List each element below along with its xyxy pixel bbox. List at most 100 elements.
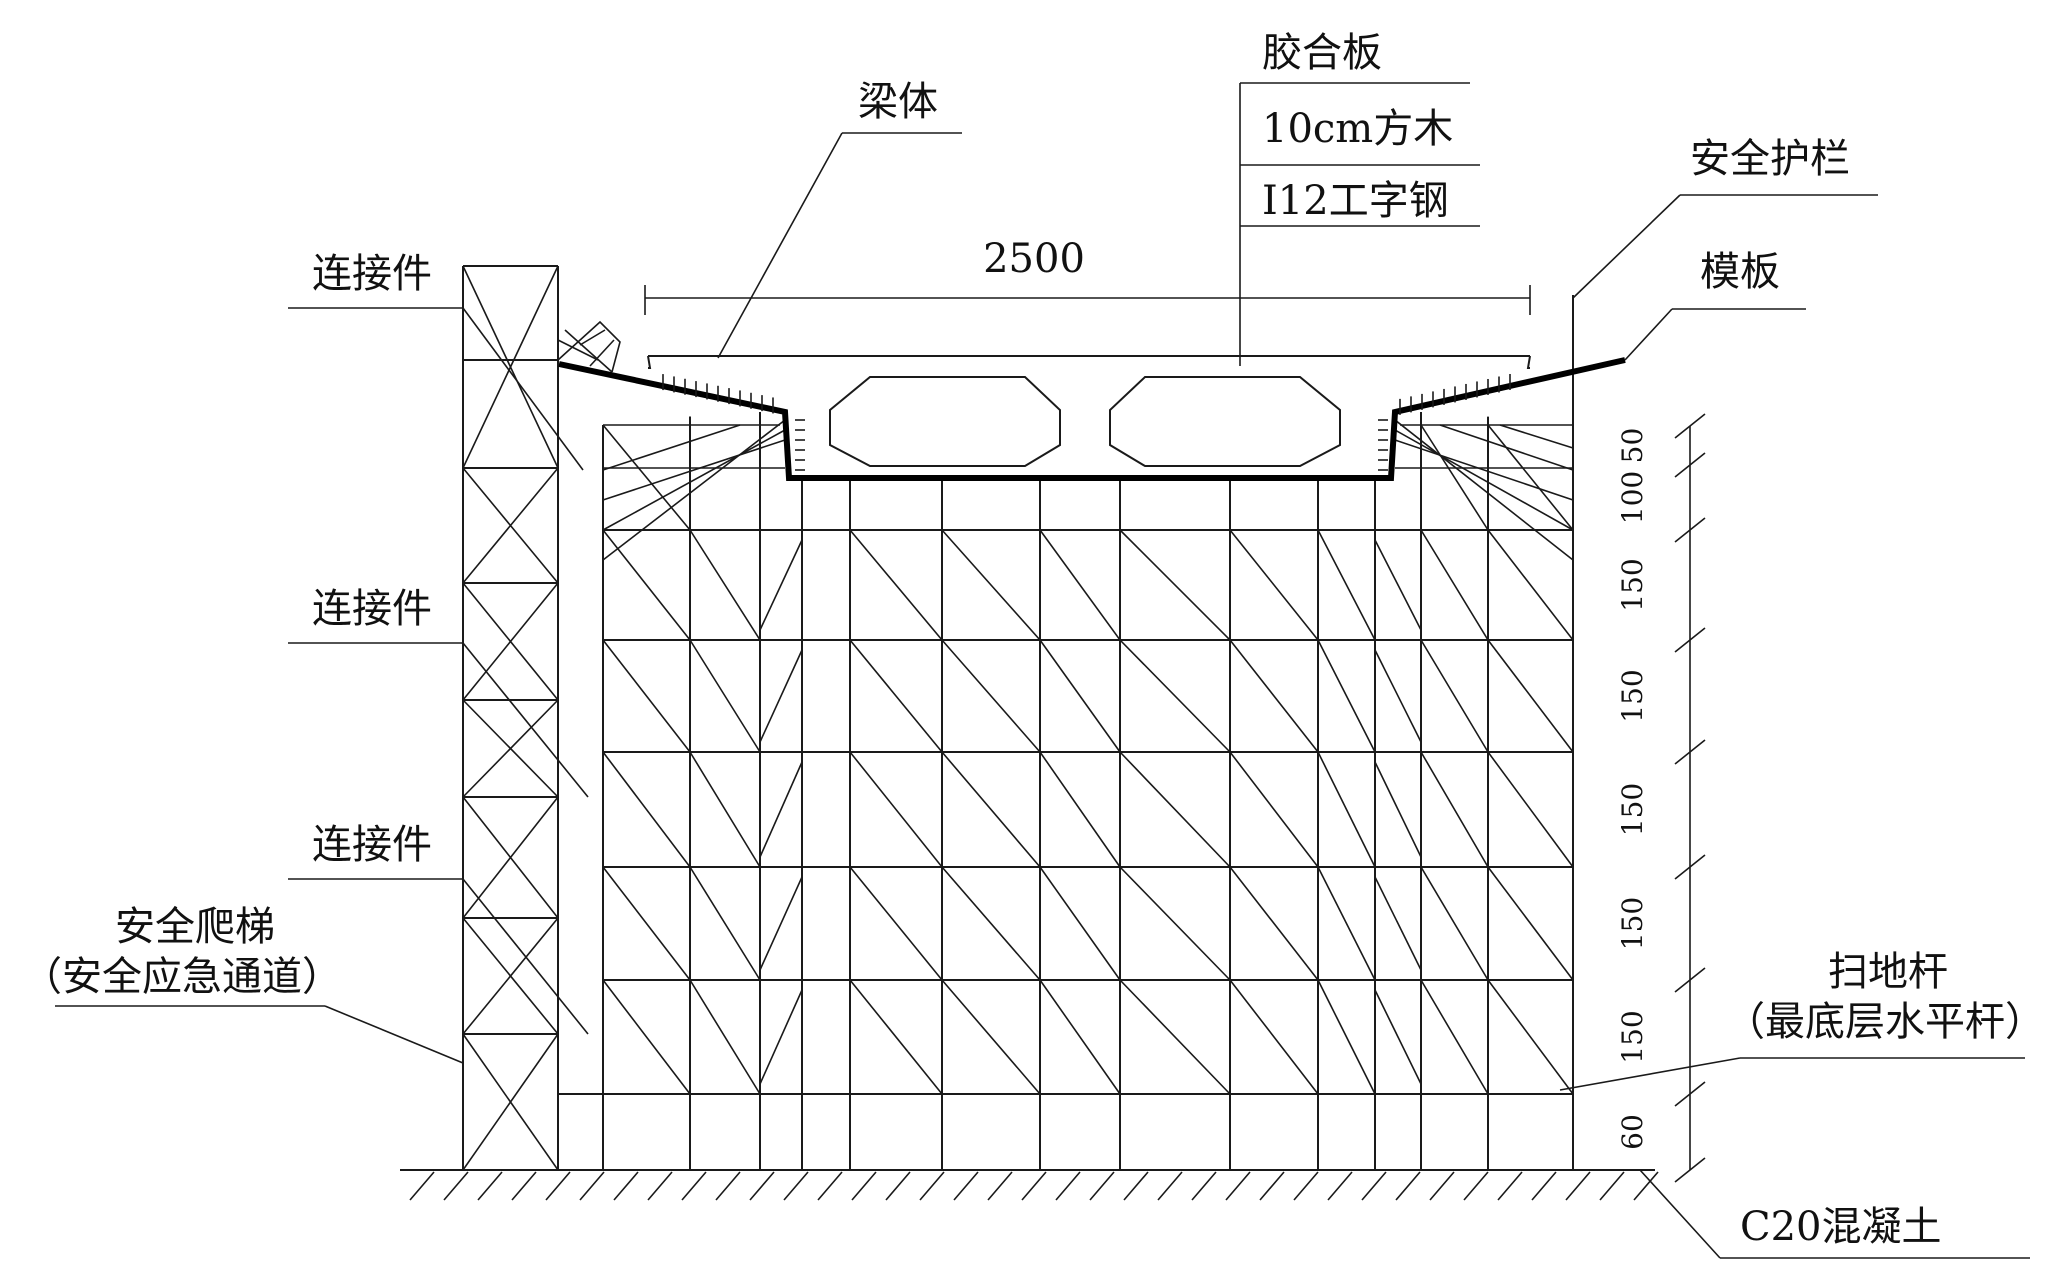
ground-hatch-line xyxy=(1089,1171,1115,1201)
ground-hatch-line xyxy=(1361,1171,1387,1201)
diagonal-brace xyxy=(759,649,803,743)
ground-hatch-line xyxy=(1123,1171,1149,1201)
tower-brace xyxy=(462,917,559,1035)
diagonal-brace xyxy=(1420,529,1489,641)
ground-hatch-line xyxy=(1021,1171,1047,1201)
diagonal-brace xyxy=(602,751,691,868)
diagonal-brace xyxy=(602,424,691,531)
ground-hatch-line xyxy=(885,1171,911,1201)
tower-brace xyxy=(462,265,559,469)
diagonal-brace xyxy=(1317,979,1376,1095)
connector-callouts: 连接件 连接件 连接件 xyxy=(288,251,589,1035)
diagonal-brace xyxy=(1229,979,1319,1095)
diagonal-brace xyxy=(689,529,761,641)
tower-brace xyxy=(462,582,559,701)
ground-hatch-line xyxy=(1259,1171,1285,1201)
dim-tick xyxy=(1674,517,1706,543)
diagonal-brace xyxy=(1374,761,1422,858)
fan-brace xyxy=(1394,419,1574,561)
diagonal-brace xyxy=(849,529,943,641)
ground-hatch-line xyxy=(987,1171,1013,1201)
diagonal-brace xyxy=(1487,866,1574,981)
diagonal-brace xyxy=(1119,979,1231,1095)
height-dimension-text: 150 xyxy=(1616,669,1649,722)
tower-bracket xyxy=(557,320,621,373)
ground xyxy=(400,1169,1659,1201)
ground-hatch-line xyxy=(1565,1171,1591,1201)
fan-brace xyxy=(602,419,786,561)
diagonal-brace xyxy=(1487,529,1574,641)
diagonal-brace xyxy=(1229,529,1319,641)
formwork xyxy=(558,357,1626,481)
diagonal-brace xyxy=(1039,979,1121,1095)
horizontal-bars xyxy=(558,424,1573,1095)
diagonal-brace xyxy=(1374,649,1422,743)
diagonal-brace xyxy=(941,639,1041,753)
ground-hatch-line xyxy=(1327,1171,1353,1201)
fan-brace xyxy=(602,424,741,471)
ground-hatch-line xyxy=(443,1171,469,1201)
tower-brace xyxy=(462,699,559,798)
ground-hatch-line xyxy=(1395,1171,1421,1201)
diagonal-brace xyxy=(1374,989,1422,1085)
ground-hatch xyxy=(409,1171,1659,1201)
diagonal-brace xyxy=(941,751,1041,868)
diagonal-brace xyxy=(1119,866,1231,981)
concrete-callout: C20混凝土 xyxy=(1639,1169,2030,1259)
ground-hatch-line xyxy=(783,1171,809,1201)
diagonal-brace xyxy=(1119,639,1231,753)
sweeping-pole-callout: 扫地杆 （最底层水平杆） xyxy=(1559,949,2045,1091)
span-dimension-text: 2500 xyxy=(983,236,1085,282)
diagonal-brace xyxy=(941,866,1041,981)
height-dimension-text: 100 xyxy=(1616,471,1649,524)
height-dimension-text: 150 xyxy=(1616,1010,1649,1063)
diagonal-brace xyxy=(689,751,761,868)
diagonal-brace xyxy=(1487,639,1574,753)
formwork-callout: 模板 xyxy=(1624,249,1806,361)
diagonal-brace xyxy=(849,751,943,868)
ground-hatch-line xyxy=(1225,1171,1251,1201)
ground-hatch-line xyxy=(817,1171,843,1201)
diagonal-brace xyxy=(1039,529,1121,641)
formwork-label: 模板 xyxy=(1700,249,1780,295)
height-dimension-text: 150 xyxy=(1616,897,1649,950)
height-dimension-text: 150 xyxy=(1616,783,1649,836)
ground-hatch-line xyxy=(1429,1171,1455,1201)
ground-hatch-line xyxy=(1055,1171,1081,1201)
ground-hatch-line xyxy=(1531,1171,1557,1201)
diagonal-brace xyxy=(1317,866,1376,981)
diagonal-brace xyxy=(1119,529,1231,641)
tower-brace xyxy=(462,1033,559,1171)
diagonal-brace xyxy=(1229,751,1319,868)
ground-hatch-line xyxy=(681,1171,707,1201)
fan-brace xyxy=(602,429,786,531)
safety-ladder-label: 安全爬梯 xyxy=(115,904,275,950)
dim-tick xyxy=(1674,967,1706,993)
ground-hatch-line xyxy=(409,1171,435,1201)
dim-tick xyxy=(1674,413,1706,439)
sweeping-pole-label: 扫地杆 xyxy=(1828,949,1948,995)
dim-tick xyxy=(1674,1157,1706,1183)
diagonal-brace xyxy=(1039,866,1121,981)
dim-tick xyxy=(1674,739,1706,765)
diagonal-brace xyxy=(1420,866,1489,981)
height-dimension-text: 150 xyxy=(1616,558,1649,611)
connector-label-3: 连接件 xyxy=(312,822,432,868)
ground-hatch-line xyxy=(1463,1171,1489,1201)
top-callout: 胶合板 10cm方木 I12工字钢 xyxy=(1239,30,1480,366)
plywood-label: 胶合板 xyxy=(1262,30,1382,76)
diagonal-brace xyxy=(849,979,943,1095)
diagonal-brace xyxy=(849,639,943,753)
diagonal-brace xyxy=(1317,751,1376,868)
span-dimension: 2500 xyxy=(644,236,1531,315)
diagonal-brace xyxy=(602,639,691,753)
ground-hatch-line xyxy=(1599,1171,1625,1201)
ground-hatch-line xyxy=(511,1171,537,1201)
connector-label-2: 连接件 xyxy=(312,586,432,632)
railing-callout: 安全护栏 xyxy=(1572,136,1878,299)
beam-body-label: 梁体 xyxy=(858,79,938,125)
ground-hatch-line xyxy=(715,1171,741,1201)
emergency-passage-label: （安全应急通道） xyxy=(22,954,342,1000)
ground-hatch-line xyxy=(477,1171,503,1201)
